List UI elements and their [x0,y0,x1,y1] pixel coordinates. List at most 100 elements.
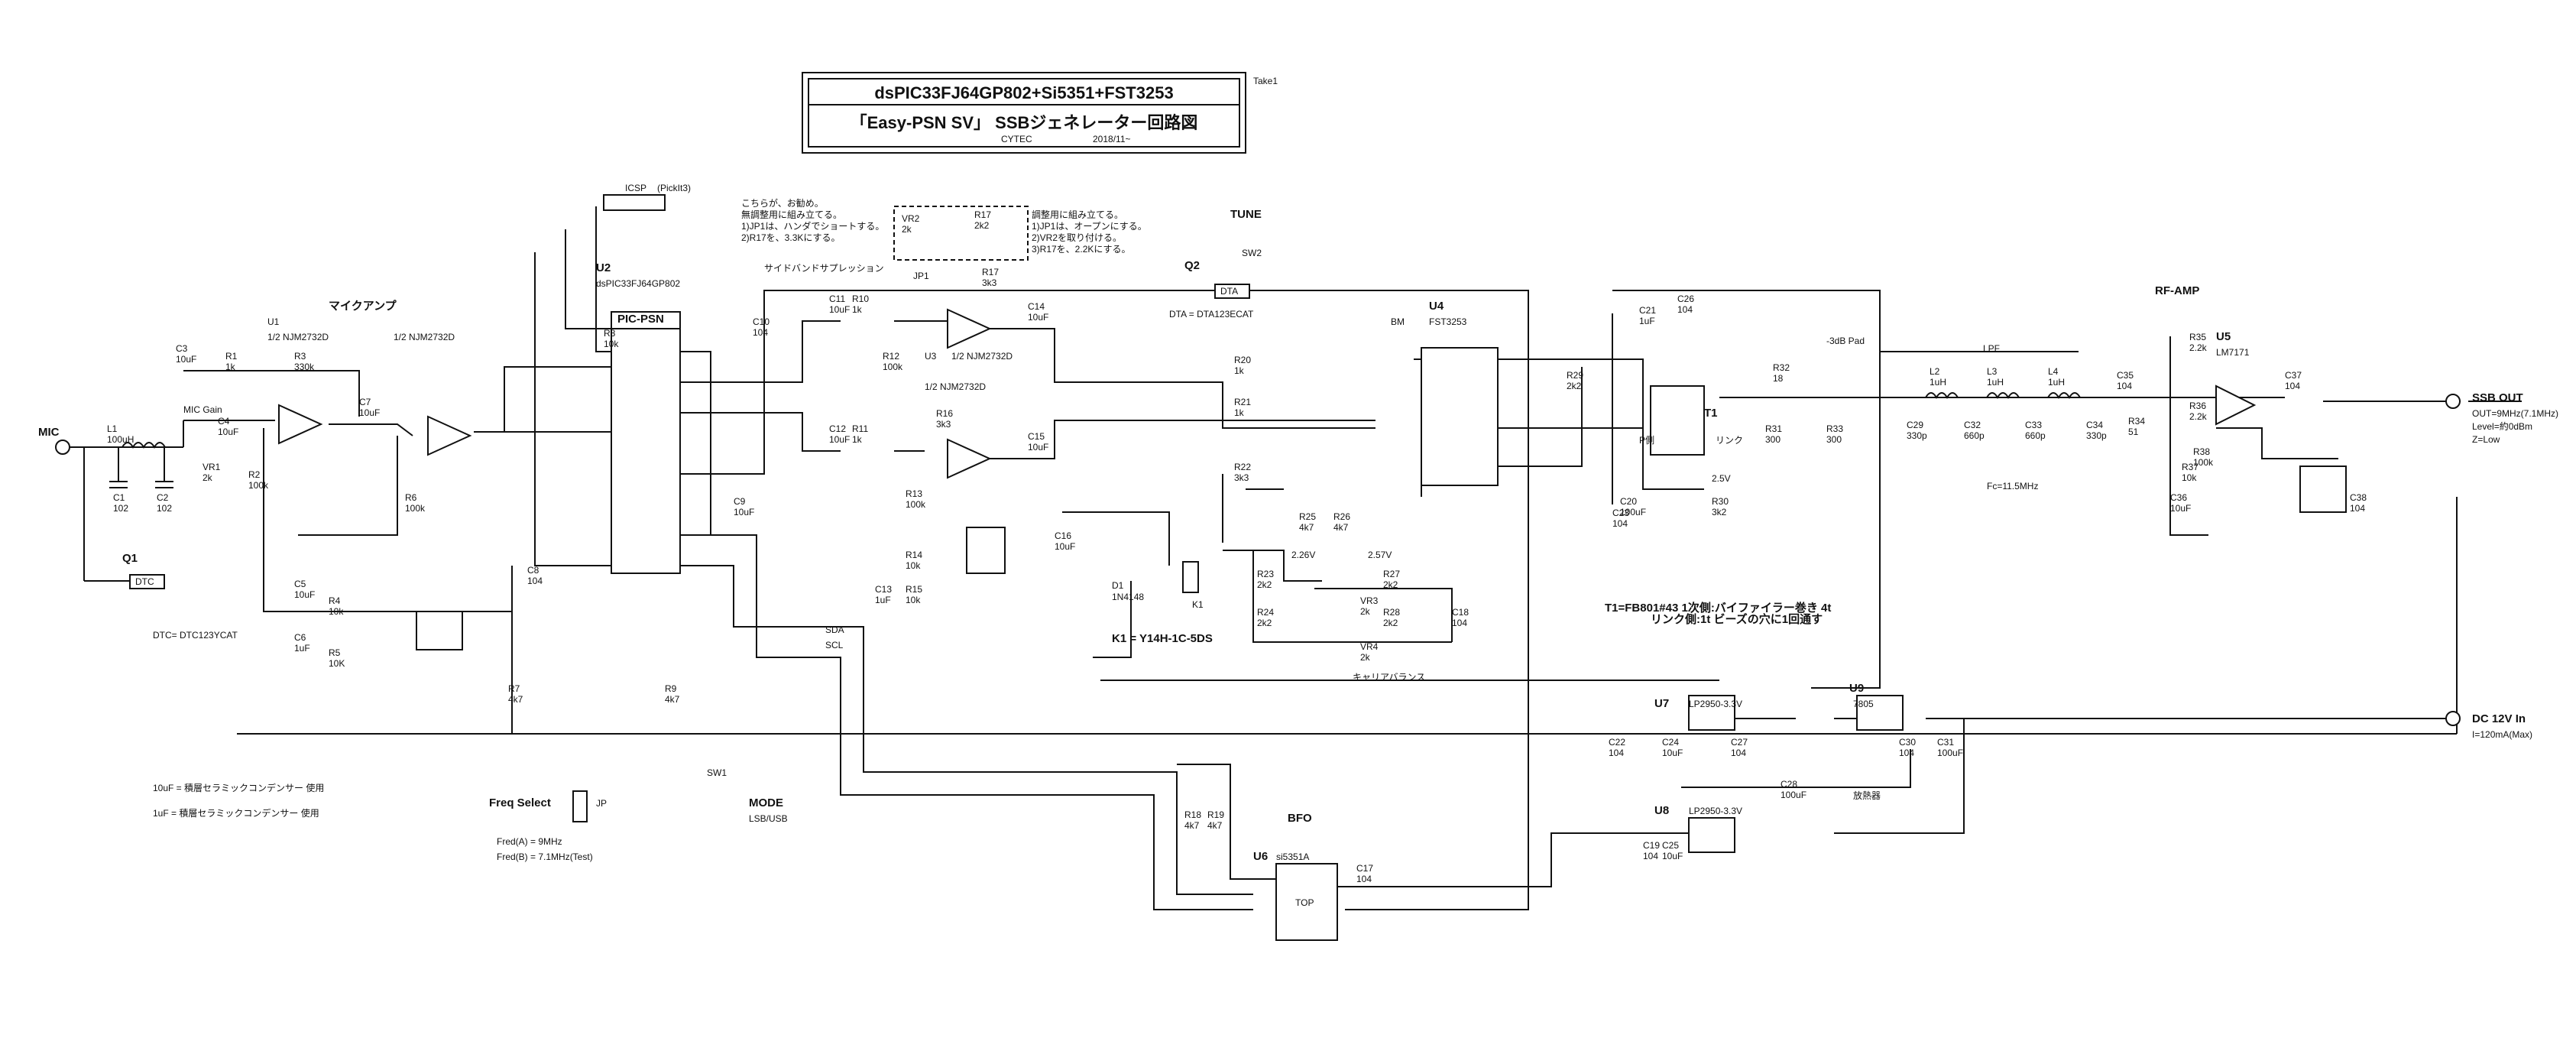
component-value-c37: 104 [2285,381,2300,391]
component-value-c24: 10uF [1662,748,1683,758]
svg-text:U5: U5 [2216,330,2231,343]
svg-text:SSB OUT: SSB OUT [2472,391,2523,404]
svg-text:DTA = DTA123ECAT: DTA = DTA123ECAT [1169,309,1254,320]
component-ref-r12: R12 [883,351,899,362]
component-value-r19: 4k7 [1207,820,1223,831]
chip-u4 [1421,347,1499,486]
component-ref-c18: C18 [1452,607,1469,618]
svg-text:リンク: リンク [1716,435,1743,446]
svg-text:U3: U3 [925,351,937,362]
component-ref-c30: C30 [1899,737,1916,748]
component-ref-r19: R19 [1207,809,1224,820]
component-ref-c19: C19 [1643,840,1660,851]
component-ref-c4: C4 [218,416,230,427]
svg-text:1uF = 積層セラミックコンデンサー 使用: 1uF = 積層セラミックコンデンサー 使用 [153,807,319,819]
component-ref-r30: R30 [1712,496,1729,507]
component-value-r27: 2k2 [1383,579,1398,590]
component-ref-c28: C28 [1781,779,1797,790]
component-ref-r29: R29 [1567,370,1583,381]
carrier-label: キャリアバランス [1353,672,1425,683]
component-value-r28: 2k2 [1383,618,1398,628]
component-value-c4: 10uF [218,427,238,437]
svg-text:LP2950-3.3V: LP2950-3.3V [1689,806,1742,816]
regulator-u9 [1856,695,1904,731]
svg-text:dsPIC33FJ64GP802: dsPIC33FJ64GP802 [596,278,680,289]
component-ref-r26: R26 [1333,511,1350,522]
svg-text:SW1: SW1 [707,767,727,778]
title-line2: 「Easy-PSN SV」 SSBジェネレーター回路図 [851,113,1198,132]
component-ref-r20: R20 [1234,355,1251,365]
component-ref-r5: R5 [329,647,341,658]
component-ref-r22: R22 [1234,462,1251,472]
svg-text:1/2 NJM2732D: 1/2 NJM2732D [951,351,1013,362]
component-value-r26: 4k7 [1333,522,1349,533]
component-value-vr1: 2k [203,472,213,483]
svg-text:調整用に組み立てる。: 調整用に組み立てる。 [1032,209,1123,220]
component-value-vr4: 2k [1360,652,1371,663]
component-value-r15: 10k [906,595,921,605]
component-value-r29: 2k2 [1567,381,1582,391]
svg-text:2.26V: 2.26V [1291,550,1315,560]
component-value-r25: 4k7 [1299,522,1314,533]
chip-u5-power [2299,465,2347,513]
svg-text:U2: U2 [596,261,611,274]
component-ref-c21: C21 [1639,305,1656,316]
svg-text:LP2950-3.3V: LP2950-3.3V [1689,699,1742,709]
component-value-c10: 104 [753,327,768,338]
relay-k1 [1182,561,1199,593]
component-value-r38: 100k [2193,457,2214,468]
svg-text:U8: U8 [1654,804,1669,817]
ssb-out-jack [2445,394,2461,409]
component-ref-c17: C17 [1356,863,1373,874]
component-ref-c27: C27 [1731,737,1748,748]
component-value-r33: 300 [1826,434,1842,445]
svg-text:(PickIt3): (PickIt3) [657,183,691,193]
component-value-c25: 10uF [1662,851,1683,861]
component-ref-r24: R24 [1257,607,1274,618]
svg-text:放熱器: 放熱器 [1853,790,1881,801]
component-ref-c38: C38 [2350,492,2367,503]
component-ref-c15: C15 [1028,431,1045,442]
component-value-r8: 10k [604,339,619,349]
component-ref-r18: R18 [1184,809,1201,820]
svg-text:Q2: Q2 [1184,259,1200,272]
component-value-c31: 100uF [1937,748,1963,758]
component-value-l1: 100uH [107,434,134,445]
component-ref-r6: R6 [405,492,417,503]
component-ref-r17: R17 [982,267,999,277]
rf-amp-label: RF-AMP [2155,284,2199,297]
mic-label: MIC [38,426,60,439]
component-ref-r11: R11 [852,423,868,434]
title-date: 2018/11~ [1093,134,1131,144]
title-block: dsPIC33FJ64GP802+Si5351+FST3253 「Easy-PS… [802,72,1278,154]
svg-text:Fred(B) = 7.1MHz(Test): Fred(B) = 7.1MHz(Test) [497,852,593,862]
svg-text:無調整用に組み立てる。: 無調整用に組み立てる。 [741,209,842,220]
component-ref-r2: R2 [248,469,261,480]
component-ref-r1: R1 [225,351,238,362]
component-ref-c10: C10 [753,316,770,327]
component-ref-c13: C13 [875,584,892,595]
component-value-r6: 100k [405,503,426,514]
component-ref-c6: C6 [294,632,306,643]
mic-amp-label: マイクアンプ [329,300,397,313]
svg-text:SDA: SDA [825,624,844,635]
component-value-c12: 10uF [829,434,850,445]
component-value-c7: 10uF [359,407,380,418]
svg-text:10uF = 積層セラミックコンデンサー 使用: 10uF = 積層セラミックコンデンサー 使用 [153,782,324,793]
svg-text:U6: U6 [1253,850,1268,863]
component-ref-r8: R8 [604,328,616,339]
component-value-c13: 1uF [875,595,891,605]
svg-text:1/2 NJM2732D: 1/2 NJM2732D [267,332,329,342]
component-ref-c35: C35 [2117,370,2134,381]
svg-text:U4: U4 [1429,300,1444,313]
component-value-l2: 1uH [1930,377,1946,388]
component-value-r17: 3k3 [982,277,997,288]
opamp-u3b [947,438,992,479]
component-value-r14: 10k [906,560,921,571]
component-value-c2: 102 [157,503,172,514]
opamp-u5 [2215,384,2257,426]
inductor-l1 [122,442,166,449]
svg-text:3)R17を、2.2Kにする。: 3)R17を、2.2Kにする。 [1032,244,1131,255]
svg-text:MIC Gain: MIC Gain [183,404,222,415]
component-value-c38: 104 [2350,503,2365,514]
